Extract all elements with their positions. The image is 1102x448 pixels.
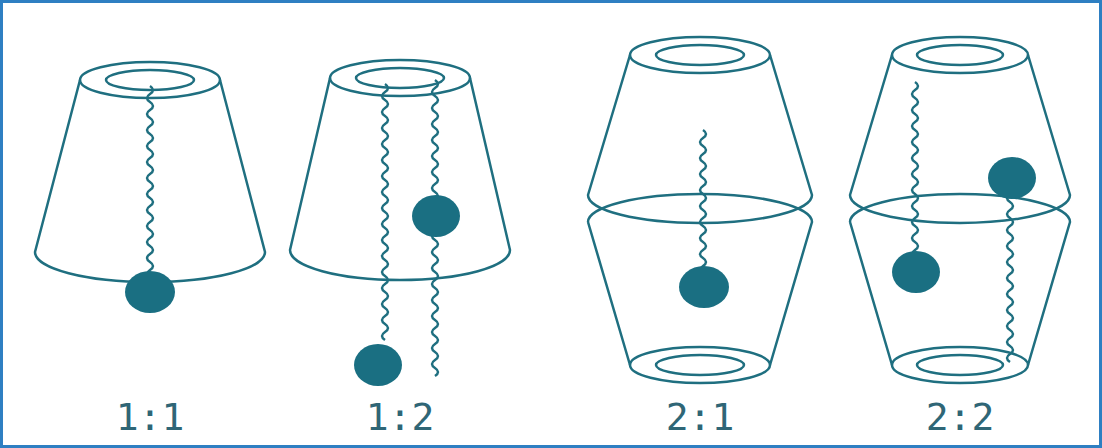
host-cone [35, 62, 265, 282]
guest-ball [125, 271, 175, 313]
guest-ball [892, 251, 940, 293]
guest-chain [700, 130, 706, 282]
guest-chain [147, 86, 153, 278]
guest-ball [412, 195, 460, 237]
host-cone [290, 60, 510, 280]
guest-chain [1007, 186, 1013, 362]
guest-ball [354, 344, 402, 386]
guest-chain [382, 84, 388, 340]
host-cone [850, 194, 1070, 383]
ratio-label: 1:2 [366, 398, 435, 436]
guest-chain [912, 82, 918, 266]
guest-ball [988, 157, 1036, 199]
ratio-label: 2:1 [666, 398, 735, 436]
ratio-label: 2:2 [926, 398, 995, 436]
ratio-label: 1:1 [116, 398, 185, 436]
guest-ball [679, 266, 729, 308]
